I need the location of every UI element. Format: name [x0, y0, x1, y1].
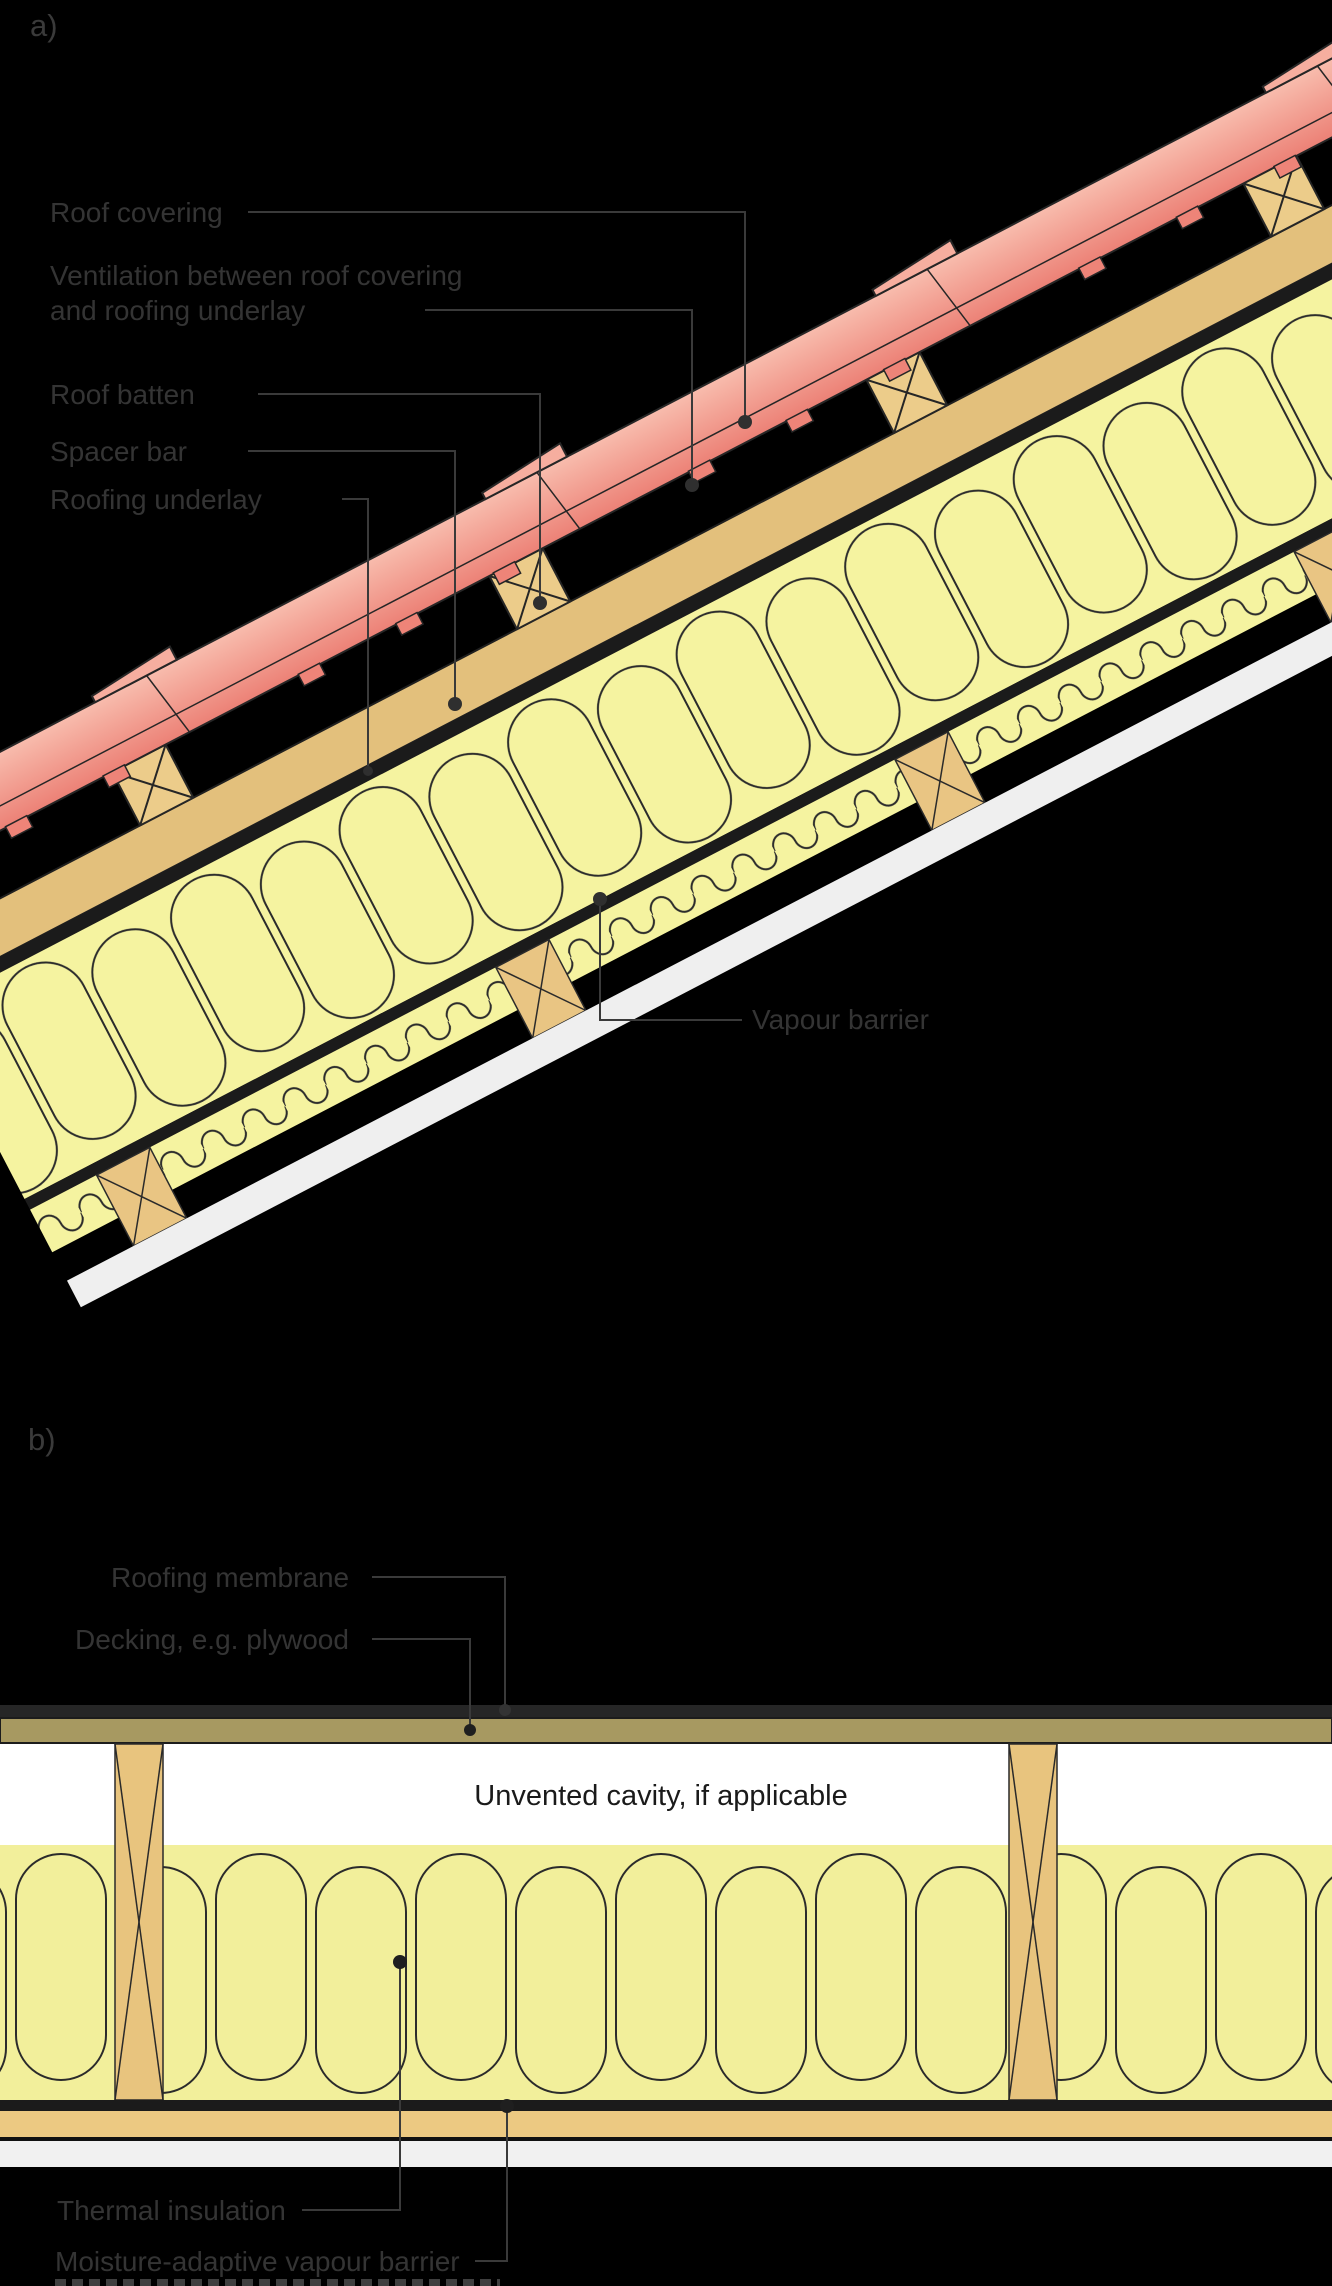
decking-layer: [0, 1717, 1332, 1744]
vapour-barrier-layer: [24, 367, 1332, 1210]
leader-vapour-barrier: [599, 899, 742, 1021]
label-decking: Decking, e.g. plywood: [75, 1624, 349, 1655]
tile-inner-line: [0, 47, 1332, 881]
joists: [114, 1743, 1058, 2101]
roof-covering-tiles: [0, 4, 1332, 901]
service-insulation-squiggle: [30, 378, 1332, 1253]
leader-spacer-bar: [248, 450, 456, 704]
label-moisture-vapour-barrier: Moisture-adaptive vapour barrier: [55, 2246, 460, 2277]
leader-decking: [372, 1638, 471, 1729]
label-roof-batten: Roof batten: [50, 379, 195, 410]
dot-thermal-insulation: [393, 1955, 407, 1969]
interior-lining-strip: [67, 449, 1332, 1308]
tile-band: [0, 4, 1332, 901]
leader-roof-covering: [248, 211, 746, 422]
label-thermal-insulation: Thermal insulation: [57, 2195, 286, 2226]
dot-roof-covering: [738, 415, 752, 429]
tile-joints: [90, 35, 1332, 733]
label-roof-covering: Roof covering: [50, 197, 223, 228]
label-unvented-cavity: Unvented cavity, if applicable: [474, 1780, 847, 1812]
tile-noses: [4, 154, 1303, 840]
flat-roof-section: [0, 1705, 1332, 2167]
unvented-cavity: [0, 1744, 1332, 1845]
leader-thermal-insulation: [302, 1963, 401, 2211]
dot-roof-batten: [533, 596, 547, 610]
roof-batten-block: [111, 743, 195, 827]
label-ventilation-line1: Ventilation between roof covering: [50, 260, 463, 291]
leader-roofing-underlay: [342, 498, 369, 771]
label-vapour-barrier: Vapour barrier: [752, 1004, 929, 1035]
interior-lining: [0, 2141, 1332, 2167]
dot-decking: [464, 1724, 476, 1736]
dot-spacer-bar: [448, 697, 462, 711]
cutoff-text-line: [55, 2279, 500, 2286]
leader-ventilation: [425, 309, 693, 485]
label-spacer-bar: Spacer bar: [50, 436, 187, 467]
label-ventilation-line2: and roofing underlay: [50, 295, 305, 326]
dot-moisture-vapour-barrier: [500, 2099, 514, 2113]
dot-ventilation: [685, 478, 699, 492]
panel-a-tag: a): [30, 8, 58, 43]
service-batten: [1293, 522, 1332, 624]
leader-moisture-vapour-barrier: [475, 2106, 508, 2262]
moisture-vapour-barrier-layer: [0, 2100, 1332, 2111]
label-roofing-membrane: Roofing membrane: [111, 1562, 349, 1593]
joist: [1008, 1743, 1058, 2101]
dot-vapour-barrier: [593, 892, 607, 906]
leader-roofing-membrane: [372, 1576, 506, 1709]
roofing-underlay-layer: [0, 167, 1332, 1011]
panel-b-tag: b): [28, 1422, 56, 1457]
roofing-membrane-layer: [0, 1705, 1332, 1718]
service-batten: [494, 938, 587, 1040]
thermal-insulation-layer: [0, 1845, 1332, 2100]
lining-edge-line: [0, 2137, 1332, 2141]
leader-roof-batten: [258, 393, 541, 603]
service-batten: [95, 1146, 188, 1248]
roof-batten-block: [1241, 154, 1326, 239]
dot-roofing-membrane: [499, 1704, 511, 1716]
label-roofing-underlay: Roofing underlay: [50, 484, 262, 515]
joist: [114, 1743, 164, 2101]
pitched-roof-section: [0, 4, 1332, 1308]
service-battens: [95, 522, 1332, 1248]
main-insulation-layer: [0, 179, 1332, 1200]
furring-strip: [0, 2111, 1332, 2137]
dot-roofing-underlay: [363, 766, 373, 776]
